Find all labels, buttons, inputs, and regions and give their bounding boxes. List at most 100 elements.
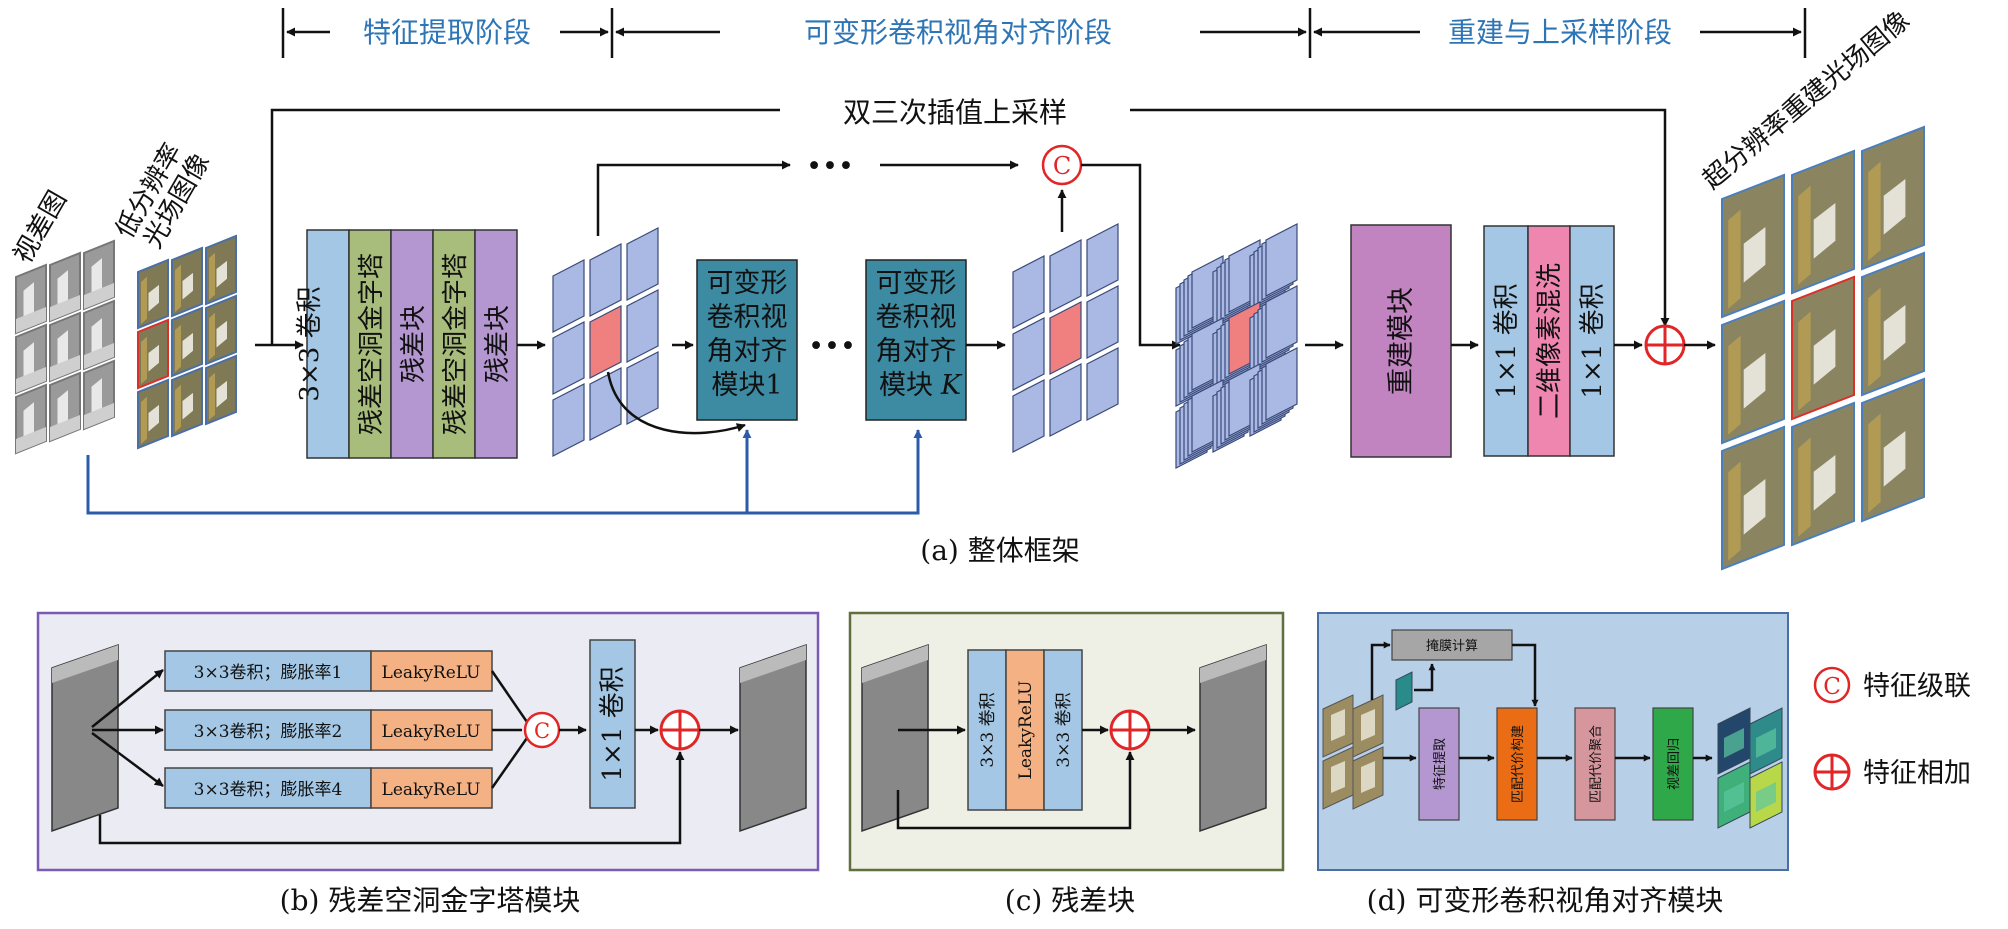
panel-d-regression [1652,707,1694,821]
panel-b-add [659,709,701,751]
panel-d-mask [1391,629,1513,661]
legend-add: 特征相加 [1813,753,1971,791]
view-cell [1265,223,1298,297]
asp-block-2 [432,229,476,459]
asp-label-2: 残差空洞金字塔 [441,253,471,435]
svg-text:1×1 卷积: 1×1 卷积 [1492,283,1522,398]
stage-feature-extraction: 特征提取阶段 [363,16,531,49]
asp-block-1 [348,229,392,459]
svg-text:模块: 模块 [879,370,933,401]
view-cell [589,367,622,441]
svg-text:LeakyReLU: LeakyReLU [1016,681,1036,780]
reconstruction-module-label: 重建模块 [1386,287,1417,395]
svg-text:二维像素混洗: 二维像素混洗 [1535,263,1565,419]
svg-text:3×3卷积；膨胀率4: 3×3卷积；膨胀率4 [194,780,343,800]
svg-text:3×3卷积；膨胀率2: 3×3卷积；膨胀率2 [194,722,343,742]
view-cell [1012,317,1045,391]
disparity-map-label: 视差图 [8,186,73,269]
view-cell [552,321,585,395]
panel-d-feature-extraction [1418,707,1460,821]
add-symbol [1644,324,1686,366]
reconstruction-module [1350,224,1452,458]
svg-text:特征相加: 特征相加 [1863,758,1971,789]
panel-d-output-disparity [1717,707,1783,829]
lr-light-field-stack [137,234,237,450]
stacked-feature-grid [1175,223,1298,469]
view-cell [626,351,659,425]
panel-b-row-3: 3×3卷积；膨胀率4 LeakyReLU [164,767,493,809]
panel-b-output-feature [739,643,807,833]
ellipsis-middle: ••• [808,331,856,362]
sr-light-field-stack [1721,125,1925,571]
view-cell [1086,347,1119,421]
feature-grid-2 [1012,223,1119,453]
svg-text:LeakyReLU: LeakyReLU [382,722,481,742]
dca-module-1 [696,259,798,421]
svg-text:匹配代价聚合: 匹配代价聚合 [1589,725,1604,803]
view-cell [1086,285,1119,359]
feature-grid-1 [552,227,659,457]
center-view-cell [589,305,622,379]
view-cell [552,259,585,333]
view-cell [589,243,622,317]
res-label-1: 残差块 [399,305,429,383]
svg-text:C: C [1053,152,1071,180]
svg-text:1×1 卷积: 1×1 卷积 [1578,283,1608,398]
panel-d-input-views [1322,694,1384,810]
caption-d: (d) 可变形卷积视角对齐模块 [1367,884,1724,917]
view-cell [1265,285,1298,359]
view-cell [1265,347,1298,421]
svg-text:卷积视: 卷积视 [876,302,957,333]
panel-d-cost-aggregation [1574,707,1616,821]
svg-text:3×3卷积；膨胀率1: 3×3卷积；膨胀率1 [194,663,343,683]
dca-module-1-text: 可变形 卷积视 角对齐 模块1 [707,268,788,401]
caption-c: (c) 残差块 [1005,884,1135,917]
svg-text:视差回归: 视差回归 [1667,738,1682,790]
view-cell [1049,239,1082,313]
svg-text:角对齐: 角对齐 [707,336,788,367]
feature-extraction-stack: 3×3 卷积 残差空洞金字塔 残差块 残差空洞金字塔 残差块 [295,229,518,459]
disparity-guidance-path [86,429,923,515]
conv1x1-b-block [1569,225,1615,457]
view-cell [626,289,659,363]
disparity-map-stack [15,239,115,455]
conv1x1-a-block [1483,225,1529,457]
panel-b-branches [91,669,164,788]
svg-text:匹配代价构建: 匹配代价构建 [1511,725,1526,803]
panel-c-output-feature [1199,643,1267,833]
svg-text:特征提取: 特征提取 [1432,738,1448,790]
caption-b: (b) 残差空洞金字塔模块 [280,884,581,917]
svg-text:K: K [940,370,963,401]
view-cell [1012,379,1045,453]
svg-text:可变形: 可变形 [876,268,957,299]
res-block-2 [474,229,518,459]
svg-text:LeakyReLU: LeakyReLU [382,663,481,683]
svg-text:特征级联: 特征级联 [1863,671,1971,702]
svg-text:卷积视: 卷积视 [707,302,788,333]
stage-reconstruction: 重建与上采样阶段 [1448,16,1672,49]
legend-concat: C 特征级联 [1813,666,1971,704]
conv3x3-block [306,229,350,459]
stage-alignment: 可变形卷积视角对齐阶段 [804,16,1112,49]
view-cell [1012,255,1045,329]
panel-c-add [1109,709,1151,751]
concat-symbol: C [1041,144,1083,186]
view-cell [1049,363,1082,437]
panel-b-row-1: 3×3卷积；膨胀率1 LeakyReLU [164,650,493,692]
dca-module-k [865,259,967,421]
view-cell [626,227,659,301]
ellipsis-top: ••• [806,151,854,182]
svg-text:C: C [534,719,550,743]
panel-c-block: 3×3 卷积 LeakyReLU 3×3 卷积 [967,649,1083,811]
panel-b-merge: C [490,670,587,789]
stage-header: 特征提取阶段 可变形卷积视角对齐阶段 重建与上采样阶段 [281,8,1807,58]
svg-text:角对齐: 角对齐 [876,336,957,367]
view-cell [1086,223,1119,297]
panel-c-input-feature [861,643,929,833]
panel-b-input-feature [51,643,119,833]
center-view-cell [1049,301,1082,375]
panel-b-row-2: 3×3卷积；膨胀率2 LeakyReLU [164,709,493,751]
panel-d-cost-build [1496,707,1538,821]
svg-text:C: C [1823,674,1841,700]
